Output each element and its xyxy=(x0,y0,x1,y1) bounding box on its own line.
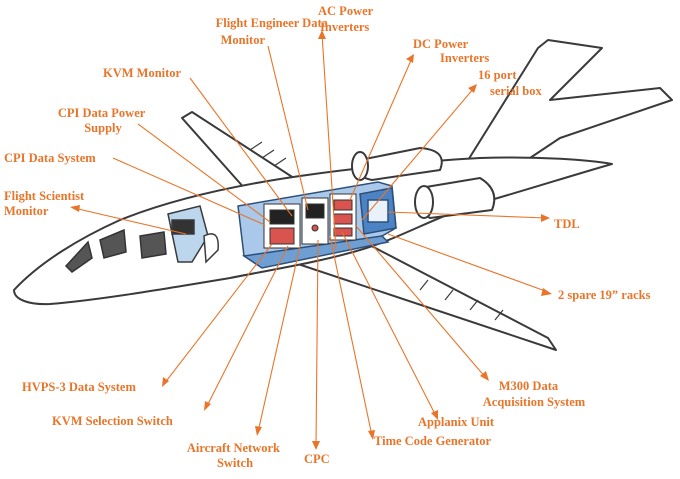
arrow-kvm-switch xyxy=(204,401,211,411)
rack-1-panel xyxy=(269,227,295,245)
arrow-network-switch xyxy=(255,426,262,436)
leader-spare-racks xyxy=(387,233,549,293)
arrow-cpc xyxy=(312,441,320,450)
tail-fin xyxy=(464,39,673,169)
arrow-tdl xyxy=(541,214,550,222)
label-applanix-unit: Applanix Unit xyxy=(418,415,495,429)
upper-engine-inlet xyxy=(351,151,369,181)
arrow-ac-power xyxy=(318,30,326,39)
arrow-spare-racks xyxy=(541,288,552,296)
cockpit-window-3 xyxy=(139,231,167,259)
leader-kvm-monitor xyxy=(189,77,293,217)
arrow-dc-power xyxy=(406,54,414,63)
cockpit-window-2 xyxy=(99,228,127,259)
label-flight-engineer-monitor: Flight Engineer Data Monitor xyxy=(216,16,331,47)
leader-m300 xyxy=(355,225,487,379)
label-kvm-monitor: KVM Monitor xyxy=(103,66,182,80)
label-tdl: TDL xyxy=(554,217,580,231)
arrow-m300 xyxy=(480,371,489,381)
label-flight-scientist-monitor: Flight Scientist Monitor xyxy=(4,189,87,218)
leader-lines xyxy=(73,33,549,447)
label-cpi-data-system: CPI Data System xyxy=(4,151,96,165)
leader-tdl xyxy=(387,211,547,219)
leader-cpi-system xyxy=(112,157,266,226)
leader-network-switch xyxy=(257,245,301,433)
label-cpc: CPC xyxy=(304,452,330,466)
label-ac-power-inverters: AC Power Inverters xyxy=(318,4,376,34)
leader-applanix xyxy=(341,231,437,417)
leader-dc-power xyxy=(349,57,413,201)
leader-cpc xyxy=(315,239,319,447)
label-serial-box: 16 port serial box xyxy=(478,68,542,98)
rack-2-indicator xyxy=(311,224,319,232)
label-aircraft-network-switch: Aircraft Network Switch xyxy=(187,441,283,470)
label-dc-power-inverters: DC Power Inverters xyxy=(413,37,489,65)
rack-1-screen xyxy=(269,209,295,225)
scientist-monitor-screen xyxy=(171,219,195,235)
arrow-hvps3 xyxy=(162,377,169,387)
leader-flight-scientist xyxy=(73,207,187,235)
label-kvm-selection-switch: KVM Selection Switch xyxy=(52,414,173,428)
scientist-seat xyxy=(203,233,219,264)
callout-labels: Flight Engineer Data Monitor AC Power In… xyxy=(4,4,651,470)
leader-kvm-switch xyxy=(205,245,289,409)
lower-engine-inlet xyxy=(414,185,434,219)
leader-arrowheads xyxy=(70,30,552,450)
label-m300-data-acquisition: M300 Data Acquisition System xyxy=(483,379,586,409)
wing-panel-lines xyxy=(249,141,504,321)
label-cpi-data-power-supply: CPI Data Power Supply xyxy=(58,106,148,135)
arrow-flight-scientist xyxy=(70,205,80,212)
leader-flight-engineer xyxy=(267,45,309,211)
arrow-serial-box xyxy=(468,84,477,93)
cockpit-windows xyxy=(64,228,167,273)
leader-serial-box xyxy=(361,87,475,221)
leader-time-code xyxy=(329,235,373,437)
arrow-time-code xyxy=(368,430,375,440)
cockpit-window-1 xyxy=(64,240,93,273)
leader-ac-power xyxy=(321,33,337,251)
label-hvps3-data-system: HVPS-3 Data System xyxy=(22,380,136,394)
rear-rack-box xyxy=(367,199,389,223)
label-time-code-generator: Time Code Generator xyxy=(374,434,492,448)
rack-3-panel-c xyxy=(333,227,353,237)
rack-2-screen xyxy=(305,203,325,219)
rack-3-panel-b xyxy=(333,213,353,225)
label-spare-racks: 2 spare 19” racks xyxy=(558,288,651,302)
rack-3-panel-a xyxy=(333,199,353,211)
arrow-applanix xyxy=(431,410,438,420)
flight-scientist-station xyxy=(167,205,219,264)
leader-hvps3 xyxy=(163,243,273,385)
leader-cpi-power xyxy=(137,123,271,223)
